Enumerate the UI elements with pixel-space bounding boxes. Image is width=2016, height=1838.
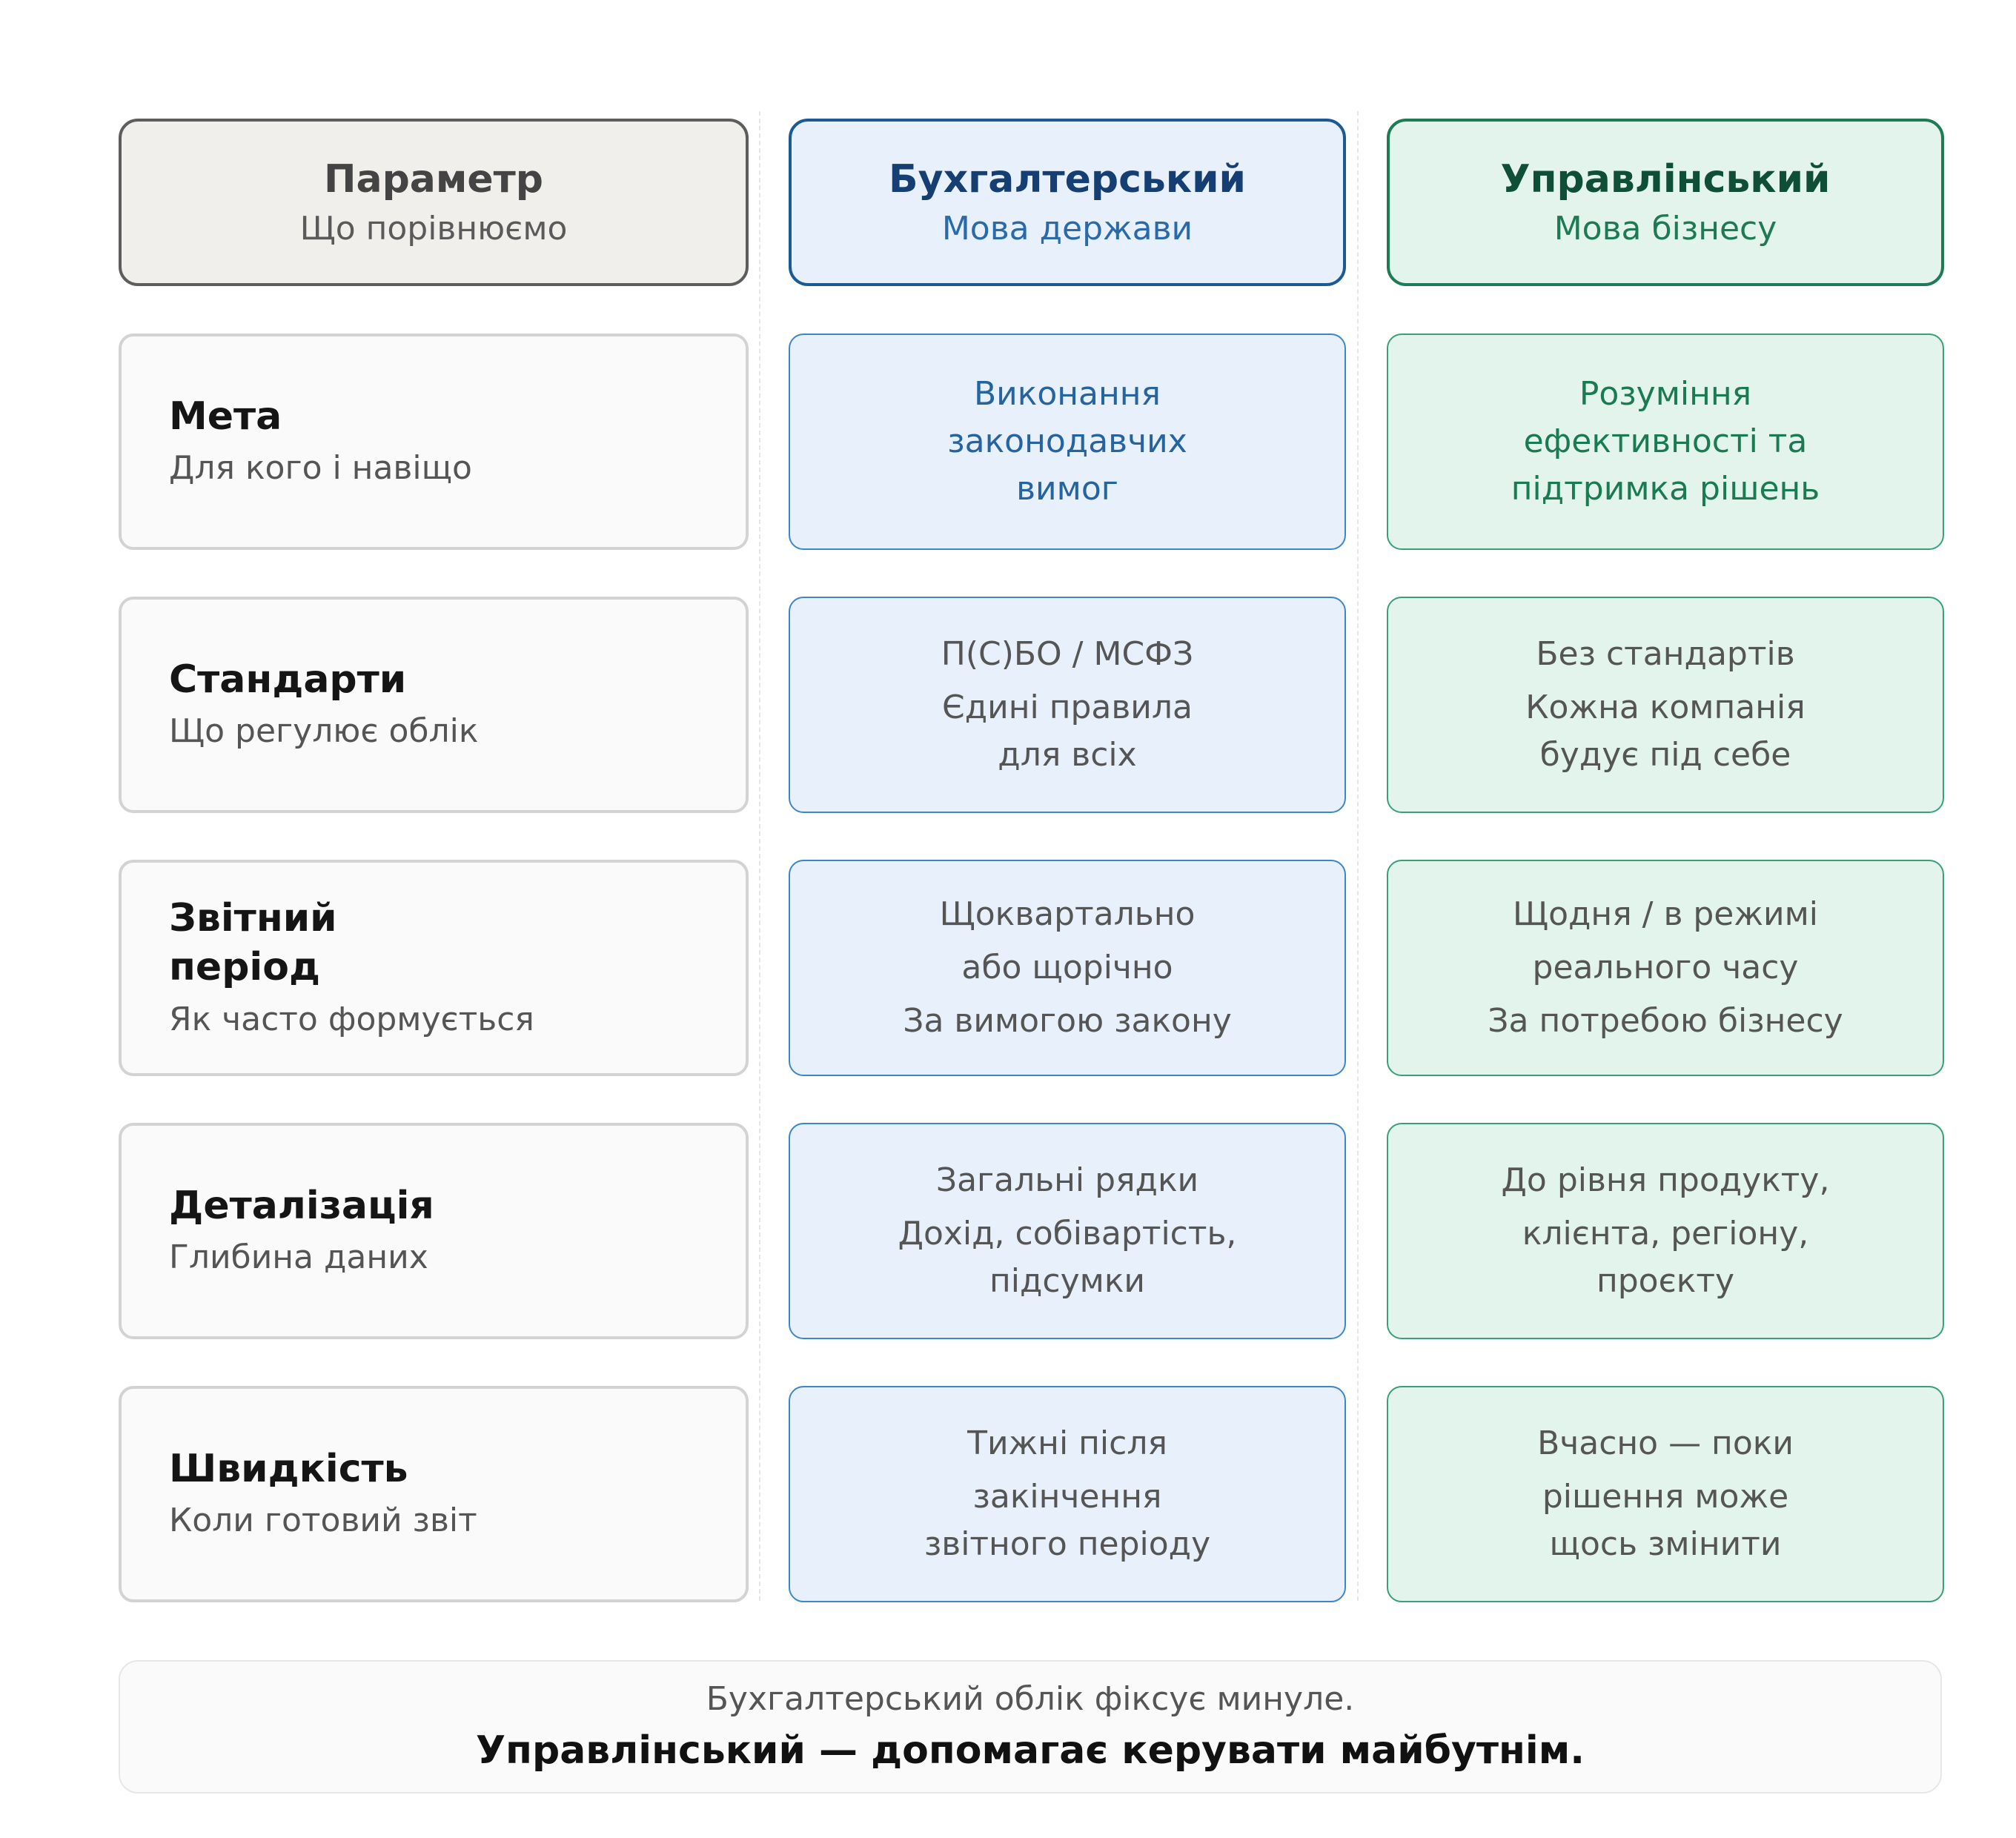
param-subtitle: Як часто формується [169, 1000, 534, 1038]
cell-line: Єдині правила для всіх [942, 689, 1193, 774]
param-cell: Швидкість Коли готовий звіт [119, 1386, 749, 1602]
cell-line: Вчасно — поки [1537, 1424, 1794, 1463]
cell-line: Щодня / в режимі [1512, 895, 1819, 934]
param-subtitle: Глибина даних [169, 1238, 428, 1277]
management-cell: Вчасно — поки рішення може щось змінити [1387, 1386, 1944, 1602]
cell-line: Загальні рядки [935, 1161, 1199, 1200]
param-title: Звітний період [169, 895, 337, 990]
param-title: Швидкість [169, 1446, 408, 1491]
cell-line: клієнта, регіону, проєкту [1522, 1215, 1809, 1300]
header-title: Параметр [323, 156, 544, 202]
param-title: Деталізація [169, 1183, 434, 1228]
management-cell: До рівня продукту, клієнта, регіону, про… [1387, 1123, 1944, 1339]
param-subtitle: Коли готовий звіт [169, 1502, 477, 1540]
cell-line: Тижні після [967, 1424, 1167, 1463]
param-cell: Стандарти Що регулює облік [119, 597, 749, 813]
header-title: Бухгалтерський [889, 156, 1246, 202]
header-param: Параметр Що порівнюємо [119, 119, 749, 286]
header-accounting: Бухгалтерський Мова держави [789, 119, 1346, 286]
cell-line: закінчення звітного періоду [924, 1478, 1211, 1563]
accounting-cell: Виконання законодавчих вимог [789, 334, 1346, 550]
column-divider [759, 111, 760, 1601]
column-divider [1357, 111, 1359, 1601]
cell-line: Без стандартів [1536, 635, 1795, 674]
summary-conclusion: Управлінський — допомагає керувати майбу… [475, 1728, 1585, 1773]
cell-line: рішення може щось змінити [1542, 1478, 1789, 1563]
management-cell: Щодня / в режимі реального часу За потре… [1387, 860, 1944, 1076]
accounting-cell: Тижні після закінчення звітного періоду [789, 1386, 1346, 1602]
cell-line: Дохід, собівартість, підсумки [898, 1215, 1237, 1300]
header-title: Управлінський [1500, 156, 1831, 202]
header-subtitle: Мова бізнесу [1554, 210, 1777, 248]
accounting-cell: Загальні рядки Дохід, собівартість, підс… [789, 1123, 1346, 1339]
header-management: Управлінський Мова бізнесу [1387, 119, 1944, 286]
cell-line: Кожна компанія будує під себе [1525, 689, 1806, 774]
param-cell: Деталізація Глибина даних [119, 1123, 749, 1339]
cell-line: П(С)БО / МСФЗ [941, 635, 1194, 674]
cell-line: Розуміння ефективності та підтримка ріше… [1511, 375, 1820, 508]
cell-line: До рівня продукту, [1501, 1161, 1830, 1200]
cell-line: реального часу [1532, 949, 1799, 987]
management-cell: Без стандартів Кожна компанія будує під … [1387, 597, 1944, 813]
summary-footer: Бухгалтерський облік фіксує минуле. Упра… [119, 1660, 1942, 1794]
param-title: Мета [169, 394, 282, 439]
management-cell: Розуміння ефективності та підтримка ріше… [1387, 334, 1944, 550]
accounting-cell: Щоквартально або щорічно За вимогою зако… [789, 860, 1346, 1076]
param-title: Стандарти [169, 657, 407, 702]
cell-line: За вимогою закону [903, 1001, 1232, 1040]
cell-line: Щоквартально [939, 895, 1196, 934]
header-subtitle: Що порівнюємо [299, 210, 568, 248]
cell-line: За потребою бізнесу [1488, 1001, 1843, 1040]
header-subtitle: Мова держави [941, 210, 1193, 248]
cell-line: або щорічно [961, 949, 1173, 987]
param-cell: Мета Для кого і навіщо [119, 334, 749, 550]
param-cell: Звітний період Як часто формується [119, 860, 749, 1076]
param-subtitle: Для кого і навіщо [169, 449, 472, 488]
summary-line: Бухгалтерський облік фіксує минуле. [706, 1680, 1355, 1719]
param-subtitle: Що регулює облік [169, 712, 479, 751]
accounting-cell: П(С)БО / МСФЗ Єдині правила для всіх [789, 597, 1346, 813]
cell-line: Виконання законодавчих вимог [947, 375, 1187, 508]
